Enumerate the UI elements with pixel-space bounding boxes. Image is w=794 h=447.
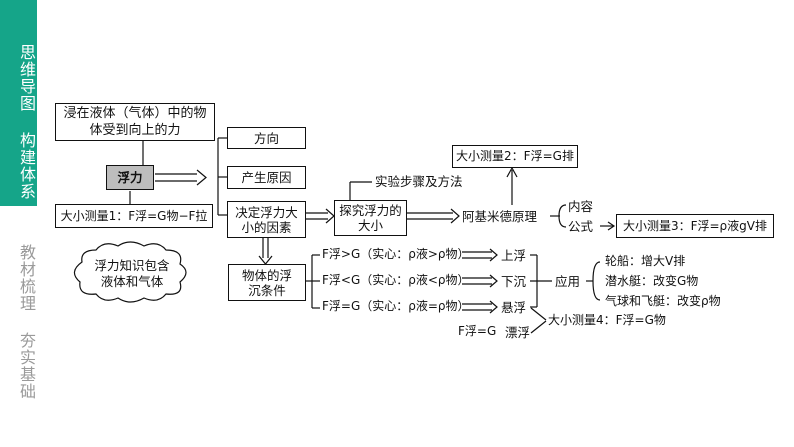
explore-box: 探究浮力的大小 [334, 200, 407, 236]
condition-floating: F浮=G [458, 324, 497, 338]
application-label: 应用 [555, 274, 581, 289]
balloon-application: 气球和飞艇：改变ρ物 [605, 294, 721, 308]
definition-box: 浸在液体（气体）中的物体受到向上的力 [55, 103, 215, 141]
sink-label: 下沉 [501, 274, 527, 289]
steps-label: 实验步骤及方法 [375, 174, 463, 189]
sidebar-title-textbook: 教材梳理 夯实基础 [17, 244, 36, 400]
buoyancy-box: 浮力 [106, 165, 154, 190]
archimedes-label: 阿基米德原理 [462, 209, 538, 224]
floating-label: 漂浮 [505, 325, 531, 340]
cloud-note: 浮力知识包含液体和气体 [94, 258, 170, 289]
measure2-box: 大小测量2：F浮=G排 [452, 145, 578, 168]
sidebar-title-mindmap: 思维导图 构建体系 [17, 44, 36, 200]
content-label: 内容 [568, 199, 594, 214]
direction-box: 方向 [227, 127, 306, 149]
sidebar-accent-band [0, 0, 37, 206]
submarine-application: 潜水艇：改变G物 [605, 274, 699, 288]
measure4-label: 大小测量4：F浮=G物 [548, 313, 666, 327]
condition-sink: F浮<G（实心：ρ液<ρ物） [322, 273, 470, 287]
formula-label: 公式 [568, 219, 594, 234]
factors-box: 决定浮力大小的因素 [227, 201, 306, 238]
measure1-box: 大小测量1：F浮=G物−F拉 [55, 204, 213, 228]
cause-box: 产生原因 [227, 166, 306, 189]
ship-application: 轮船：增大V排 [605, 254, 686, 268]
condition-rise: F浮>G（实心：ρ液>ρ物） [322, 247, 470, 261]
suspend-label: 悬浮 [501, 300, 527, 315]
rise-label: 上浮 [501, 248, 527, 263]
sink-float-box: 物体的浮沉条件 [228, 264, 306, 301]
cloud-shape [73, 241, 187, 303]
measure3-box: 大小测量3：F浮=ρ液gV排 [616, 214, 774, 238]
condition-suspend: F浮=G（实心：ρ液=ρ物） [322, 299, 470, 313]
